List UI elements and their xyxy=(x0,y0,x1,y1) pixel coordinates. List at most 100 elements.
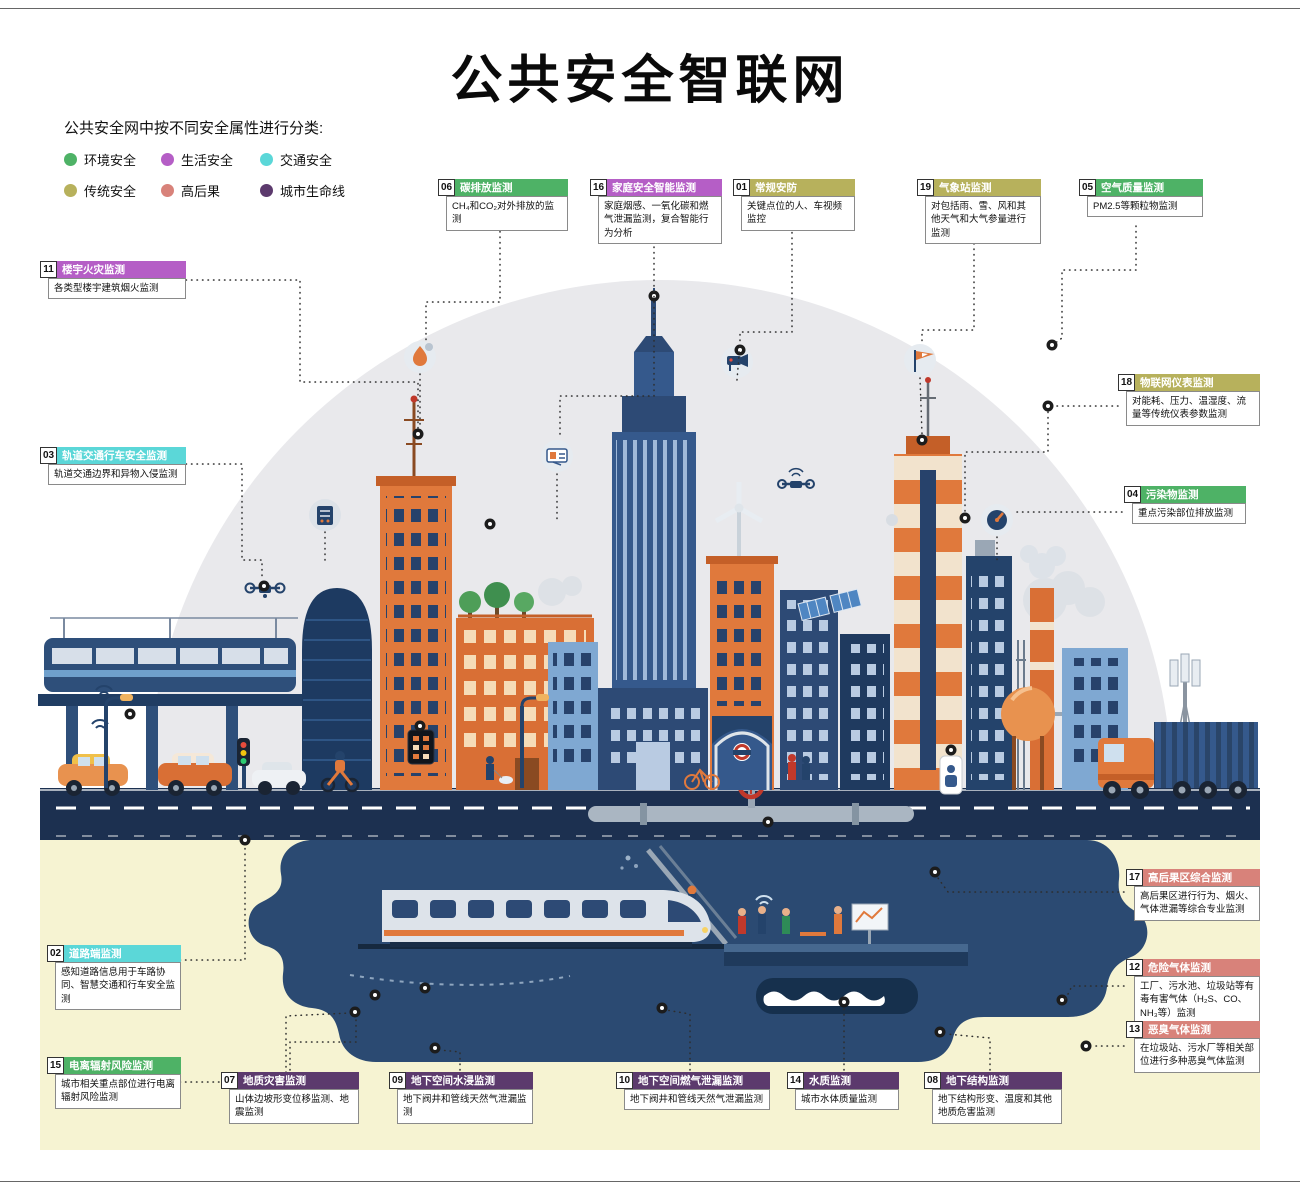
legend-dot-environment xyxy=(64,153,77,166)
callout-description: 城市水体质量监测 xyxy=(795,1089,899,1111)
pedestrians xyxy=(486,754,810,784)
scooter-rider xyxy=(320,751,360,793)
platform-info-board xyxy=(851,903,889,944)
callout-number: 10 xyxy=(616,1072,633,1089)
callout-description: 对能耗、压力、温湿度、流量等传统仪表参数监测 xyxy=(1126,391,1260,426)
solar-panels xyxy=(797,588,862,622)
callout-description: 感知道路信息用于车路协同、智慧交通和行车安全监测 xyxy=(55,962,181,1010)
bottom-divider xyxy=(0,1181,1300,1182)
legend-item-traditional: 传统安全 xyxy=(64,181,161,200)
car xyxy=(158,753,232,796)
callout-title: 高后果区综合监测 xyxy=(1143,869,1260,886)
callout-title: 空气质量监测 xyxy=(1096,179,1203,196)
callout-number: 09 xyxy=(389,1072,406,1089)
navy-tower-right xyxy=(966,540,1012,790)
callout-description: CH₄和CO₂对外排放的监测 xyxy=(446,196,568,231)
bicycle xyxy=(684,768,720,790)
callout-description: 地下阀井和管线天然气泄漏监测 xyxy=(397,1089,533,1124)
street-light xyxy=(520,694,549,788)
callout-number: 16 xyxy=(590,179,607,196)
legend-dot-lifeline xyxy=(260,184,273,197)
callout-title: 电离辐射风险监测 xyxy=(64,1057,181,1074)
cctv-camera-icon xyxy=(721,346,753,378)
callout-number: 15 xyxy=(47,1057,64,1074)
sensor-devices xyxy=(244,341,1013,795)
top-divider xyxy=(0,8,1300,9)
callout-number: 13 xyxy=(1126,1021,1143,1038)
callout-description: 高后果区进行行为、烟火、气体泄漏等综合专业监测 xyxy=(1134,886,1260,921)
legend-item-lifeline: 城市生命线 xyxy=(260,181,410,200)
legend: 环境安全 生活安全 交通安全 传统安全 高后果 城市生命线 xyxy=(64,150,410,200)
handheld-monitor-device xyxy=(939,755,963,795)
rounded-tower xyxy=(302,588,372,790)
callout-title: 碳排放监测 xyxy=(455,179,568,196)
callout-title: 物联网仪表监测 xyxy=(1135,374,1260,391)
callout-title: 恶臭气体监测 xyxy=(1143,1021,1260,1038)
callout-description: 对包括雨、雪、风和其他天气和大气参量进行监测 xyxy=(925,196,1041,244)
wifi-icon xyxy=(755,895,773,905)
metro-entrance xyxy=(712,716,772,790)
callout-title: 危险气体监测 xyxy=(1143,959,1260,976)
platform-people xyxy=(738,906,842,934)
callout-number: 02 xyxy=(47,945,64,962)
page-title: 公共安全智联网 xyxy=(450,52,850,110)
underground-scene xyxy=(349,845,968,1014)
storage-tank xyxy=(1001,687,1055,741)
navy-building-a xyxy=(780,590,838,790)
home-monitor-icon xyxy=(541,440,573,472)
callout-description: 重点污染部位排放监测 xyxy=(1132,503,1246,525)
callout-title: 地质灾害监测 xyxy=(238,1072,359,1089)
callout-number: 14 xyxy=(787,1072,804,1089)
legend-item-traffic: 交通安全 xyxy=(260,150,410,169)
callout-number: 08 xyxy=(924,1072,941,1089)
water-body xyxy=(756,978,918,1014)
callout-title: 地下空间燃气泄漏监测 xyxy=(633,1072,770,1089)
building-sensor-panel xyxy=(407,729,435,765)
street-light xyxy=(95,685,133,788)
callout-description: 地下结构形变、温度和其他地质危害监测 xyxy=(932,1089,1062,1124)
road xyxy=(40,772,1260,840)
legend-item-environment: 环境安全 xyxy=(64,150,161,169)
legend-dot-traditional xyxy=(64,184,77,197)
legend-dot-high-consequence xyxy=(161,184,174,197)
drone-icon xyxy=(777,467,815,489)
callout-number: 01 xyxy=(733,179,750,196)
callout-title: 家庭安全智能监测 xyxy=(607,179,722,196)
callout-description: 地下阀井和管线天然气泄漏监测 xyxy=(624,1089,770,1111)
legend-dot-traffic xyxy=(260,153,273,166)
callout-title: 污染物监测 xyxy=(1141,486,1246,503)
callout-description: 在垃圾站、污水厂等相关部位进行多种恶臭气体监测 xyxy=(1134,1038,1260,1073)
callout-number: 03 xyxy=(40,447,57,464)
iot-meter-icon xyxy=(309,499,341,531)
windsock-icon xyxy=(904,344,936,376)
callout-description: 家庭烟感、一氧化碳和燃气泄漏监测，复合智能行为分析 xyxy=(598,196,722,244)
traffic-light xyxy=(237,738,250,788)
callout-title: 轨道交通行车安全监测 xyxy=(57,447,186,464)
legend-caption: 公共安全网中按不同安全属性进行分类: xyxy=(64,120,324,137)
navy-building-b xyxy=(840,634,890,790)
callout-number: 06 xyxy=(438,179,455,196)
callout-connectors xyxy=(179,215,1137,1083)
callout-number: 19 xyxy=(917,179,934,196)
subway-platform xyxy=(724,895,968,966)
pollution-gauge-icon xyxy=(981,504,1013,536)
callout-title: 常规安防 xyxy=(750,179,855,196)
light-blue-building xyxy=(548,642,598,790)
legend-dot-life xyxy=(161,153,174,166)
callout-title: 楼宇火灾监测 xyxy=(57,261,186,278)
